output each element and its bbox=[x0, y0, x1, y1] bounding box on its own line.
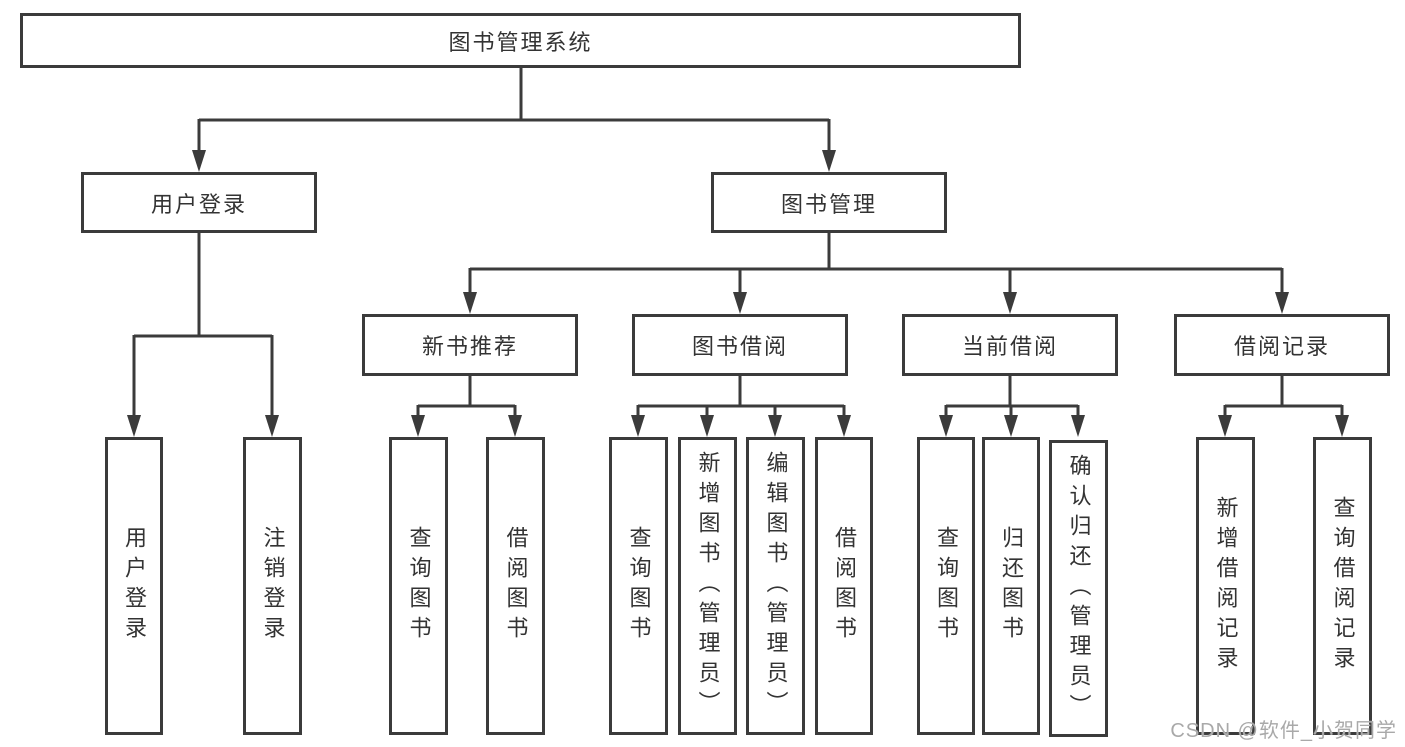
node-query-books-current: 查询图书 bbox=[917, 437, 975, 735]
node-edit-book-admin: 编辑图书（管理员） bbox=[746, 437, 805, 735]
node-borrow-records: 借阅记录 bbox=[1174, 314, 1390, 376]
node-return-books: 归还图书 bbox=[982, 437, 1040, 735]
node-library-system: 图书管理系统 bbox=[20, 13, 1021, 68]
node-add-borrow-record: 新增借阅记录 bbox=[1196, 437, 1255, 735]
node-borrow-books-recommend: 借阅图书 bbox=[486, 437, 545, 735]
node-query-borrow-record: 查询借阅记录 bbox=[1313, 437, 1372, 735]
node-new-book-recommend: 新书推荐 bbox=[362, 314, 578, 376]
node-book-borrow: 图书借阅 bbox=[632, 314, 848, 376]
node-logout: 注销登录 bbox=[243, 437, 302, 735]
arrowheads bbox=[127, 150, 1349, 437]
node-book-management: 图书管理 bbox=[711, 172, 947, 233]
node-borrow-books-leaf: 借阅图书 bbox=[815, 437, 873, 735]
csdn-watermark: CSDN @软件_小贺同学 bbox=[1170, 720, 1397, 742]
node-user-login-leaf: 用户登录 bbox=[105, 437, 163, 735]
node-current-borrow: 当前借阅 bbox=[902, 314, 1118, 376]
node-user-login: 用户登录 bbox=[81, 172, 317, 233]
node-query-books-borrow: 查询图书 bbox=[609, 437, 668, 735]
node-confirm-return-admin: 确认归还（管理员） bbox=[1049, 440, 1108, 737]
node-query-books-recommend: 查询图书 bbox=[389, 437, 448, 735]
node-add-book-admin: 新增图书（管理员） bbox=[678, 437, 737, 735]
